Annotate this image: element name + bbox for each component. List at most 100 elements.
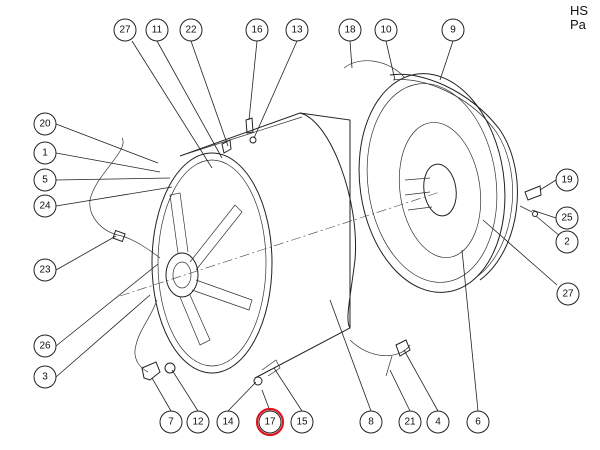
leader-17 bbox=[261, 389, 271, 412]
callout-27-right[interactable]: 27 bbox=[556, 282, 580, 306]
rear-panel-outer bbox=[358, 73, 506, 293]
callout-11[interactable]: 11 bbox=[145, 18, 169, 42]
svg-text:7: 7 bbox=[168, 417, 174, 428]
part-13 bbox=[249, 136, 257, 144]
rear-panel-ring bbox=[366, 83, 498, 283]
callout-2[interactable]: 2 bbox=[555, 230, 579, 254]
callout-21[interactable]: 21 bbox=[398, 410, 422, 434]
callout-9[interactable]: 9 bbox=[441, 18, 465, 42]
callout-26[interactable]: 26 bbox=[33, 334, 57, 358]
leader-27a bbox=[131, 40, 213, 169]
callout-3[interactable]: 3 bbox=[33, 365, 57, 389]
callout-18[interactable]: 18 bbox=[338, 18, 362, 42]
front-hub bbox=[165, 252, 199, 298]
rear-studs bbox=[404, 177, 433, 211]
leader-21 bbox=[389, 369, 411, 412]
leader-6 bbox=[461, 249, 479, 412]
clip-22 bbox=[221, 139, 232, 154]
spider-arm-3 bbox=[169, 192, 189, 254]
sensor-wire bbox=[134, 299, 158, 373]
leader-7 bbox=[151, 377, 172, 412]
callout-20[interactable]: 20 bbox=[33, 112, 57, 136]
leader-10 bbox=[385, 40, 396, 81]
callout-14[interactable]: 14 bbox=[216, 410, 240, 434]
leader-13 bbox=[253, 40, 298, 139]
svg-text:24: 24 bbox=[39, 201, 51, 212]
drum-shell bbox=[179, 112, 351, 379]
leader-1 bbox=[55, 152, 161, 173]
bolt-25 bbox=[519, 205, 533, 213]
leader-23 bbox=[55, 235, 117, 271]
leader-18 bbox=[349, 40, 353, 69]
callout-15[interactable]: 15 bbox=[290, 410, 314, 434]
harness-connector bbox=[112, 229, 126, 243]
leader-27b bbox=[482, 219, 558, 286]
svg-text:4: 4 bbox=[435, 417, 441, 428]
callout-27-top[interactable]: 27 bbox=[113, 18, 137, 42]
svg-text:15: 15 bbox=[296, 417, 308, 428]
leader-26 bbox=[55, 263, 159, 347]
callout-12[interactable]: 12 bbox=[186, 410, 210, 434]
washer-2 bbox=[532, 211, 538, 217]
callout-22[interactable]: 22 bbox=[179, 18, 203, 42]
spider-arm-1 bbox=[189, 204, 243, 271]
callout-13[interactable]: 13 bbox=[285, 18, 309, 42]
callout-1[interactable]: 1 bbox=[33, 141, 57, 165]
lower-belt bbox=[349, 339, 411, 357]
callout-10[interactable]: 10 bbox=[374, 18, 398, 42]
svg-text:11: 11 bbox=[152, 25, 163, 36]
leader-22 bbox=[190, 40, 229, 147]
svg-text:8: 8 bbox=[368, 417, 374, 428]
drum-shell-back bbox=[299, 112, 357, 329]
svg-text:23: 23 bbox=[39, 265, 51, 276]
leader-4 bbox=[403, 349, 439, 412]
idler-spring bbox=[385, 355, 393, 377]
drum-shell-top-edge bbox=[185, 116, 303, 155]
callout-25[interactable]: 25 bbox=[555, 206, 579, 230]
svg-text:9: 9 bbox=[450, 25, 456, 36]
bracket-19 bbox=[524, 185, 542, 201]
svg-text:27: 27 bbox=[119, 25, 131, 36]
leader-20 bbox=[55, 123, 159, 164]
corner-label-line1: HS bbox=[570, 4, 589, 18]
front-hub-inner bbox=[172, 261, 192, 289]
leader-12 bbox=[171, 369, 199, 412]
front-bulkhead bbox=[151, 152, 273, 374]
callout-5[interactable]: 5 bbox=[33, 168, 57, 192]
grommet bbox=[164, 362, 176, 374]
callout-24[interactable]: 24 bbox=[33, 194, 57, 218]
leader-5 bbox=[55, 177, 171, 181]
rear-panel-inner bbox=[398, 122, 482, 258]
callout-16[interactable]: 16 bbox=[245, 18, 269, 42]
callout-8[interactable]: 8 bbox=[359, 410, 383, 434]
callout-17-highlighted[interactable]: 17 bbox=[255, 407, 285, 437]
leader-lines bbox=[55, 40, 568, 412]
drum-drawing bbox=[89, 60, 542, 386]
callout-4[interactable]: 4 bbox=[426, 410, 450, 434]
idler-bracket bbox=[395, 339, 411, 357]
svg-text:26: 26 bbox=[39, 341, 51, 352]
callout-23[interactable]: 23 bbox=[33, 258, 57, 282]
svg-text:5: 5 bbox=[42, 175, 48, 186]
callouts: 27 11 22 16 13 18 10 9 20 1 5 24 23 26 3… bbox=[33, 18, 580, 437]
bearing-nut bbox=[253, 376, 263, 386]
callout-19[interactable]: 19 bbox=[555, 168, 579, 192]
callout-6[interactable]: 6 bbox=[466, 410, 490, 434]
svg-text:18: 18 bbox=[344, 25, 356, 36]
leader-3 bbox=[55, 294, 151, 378]
leader-15 bbox=[273, 367, 303, 412]
drum-belt bbox=[343, 60, 406, 79]
svg-text:27: 27 bbox=[562, 289, 574, 300]
leader-24 bbox=[55, 186, 173, 207]
seal-ring-inner bbox=[392, 79, 513, 277]
seal-ring bbox=[389, 73, 518, 281]
front-bulkhead-rim bbox=[157, 159, 267, 367]
svg-text:16: 16 bbox=[251, 25, 263, 36]
svg-text:10: 10 bbox=[380, 25, 392, 36]
leader-16 bbox=[248, 40, 258, 121]
spider-arm-4 bbox=[179, 294, 211, 346]
callout-7[interactable]: 7 bbox=[159, 410, 183, 434]
bracket-15 bbox=[261, 359, 281, 377]
svg-text:22: 22 bbox=[185, 25, 197, 36]
spider-arm-2 bbox=[191, 279, 253, 311]
